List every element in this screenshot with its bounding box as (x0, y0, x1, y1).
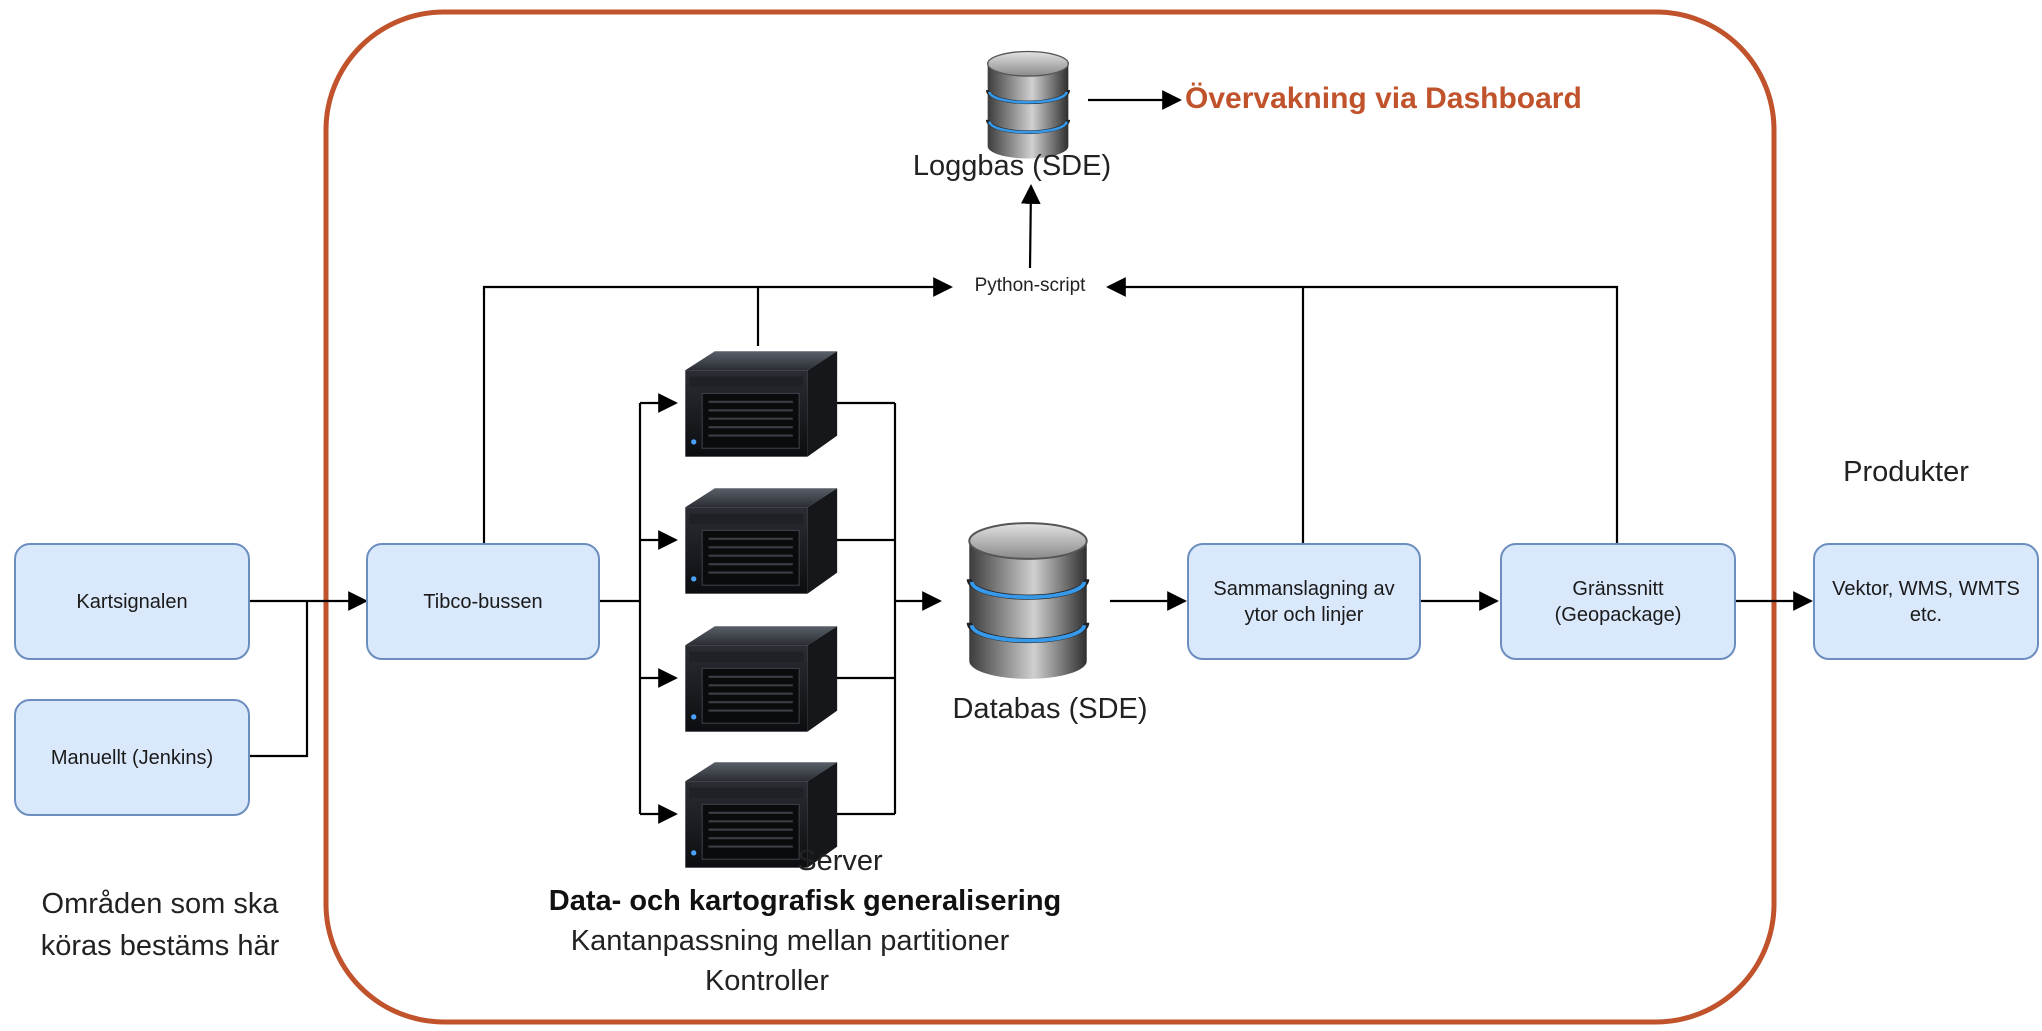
label-databas: Databas (SDE) (952, 693, 1148, 725)
label-kontroller: Kontroller (704, 965, 830, 997)
node-kartsignalen: Kartsignalen (14, 543, 250, 660)
database-icon-databas (969, 523, 1086, 679)
edge-tibco-python (482, 277, 953, 543)
node-vektor-wms-wmts: Vektor, WMS, WMTS etc. (1813, 543, 2039, 660)
label-python-script: Python-script (974, 275, 1086, 296)
database-icon-loggbas (985, 49, 1071, 161)
node-tibco-bussen: Tibco-bussen (366, 543, 600, 660)
system-boundary-frame (323, 9, 1777, 1025)
edge-manuellt-tibco (250, 601, 309, 758)
label-kantanpassning: Kantanpassning mellan partitioner (570, 925, 1010, 957)
edge-python-loggbas (1020, 184, 1041, 269)
server-rack-icon-1 (684, 350, 839, 458)
edge-granssnitt-python (1106, 277, 1619, 543)
node-granssnitt: Gränssnitt (Geopackage) (1500, 543, 1736, 660)
label-loggbas: Loggbas (SDE) (912, 150, 1112, 182)
label-dashboard: Övervakning via Dashboard (1185, 82, 1582, 115)
node-sammanslagning: Sammanslagning av ytor och linjer (1187, 543, 1421, 660)
label-omraden: Områden som ska köras bestäms här (40, 888, 280, 963)
server-rack-icon-3 (684, 625, 839, 733)
server-rack-icon-2 (684, 487, 839, 595)
label-produkter: Produkter (1843, 456, 1969, 488)
label-server: Server (797, 845, 883, 877)
label-generalisering: Data- och kartografisk generalisering (548, 885, 1062, 917)
node-manuellt-jenkins: Manuellt (Jenkins) (14, 699, 250, 816)
